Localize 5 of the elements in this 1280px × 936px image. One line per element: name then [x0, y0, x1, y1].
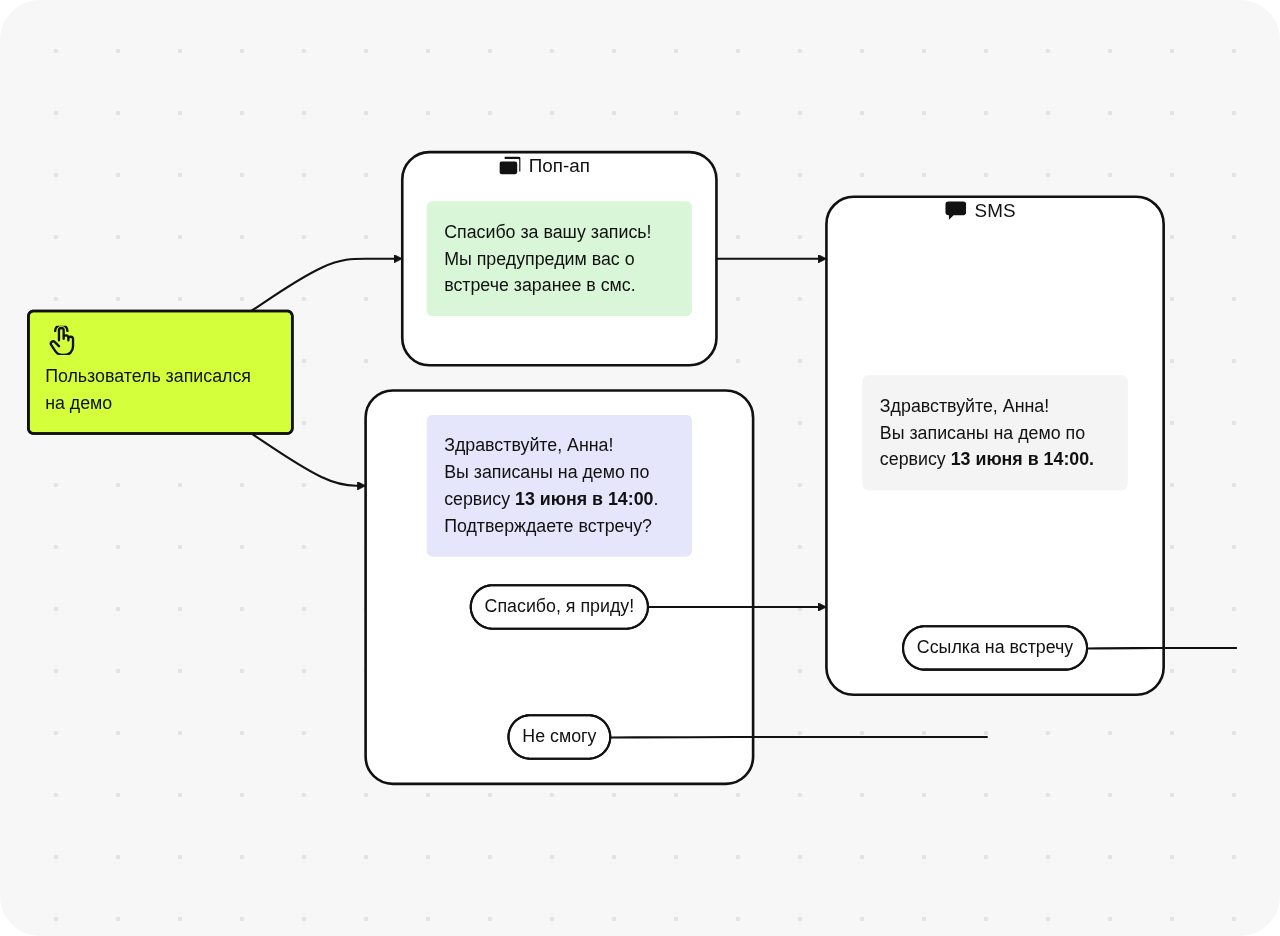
connector	[1087, 646, 1237, 650]
cluster	[364, 389, 755, 786]
arrow	[716, 254, 827, 264]
arrow	[647, 602, 827, 612]
connector	[610, 735, 988, 739]
